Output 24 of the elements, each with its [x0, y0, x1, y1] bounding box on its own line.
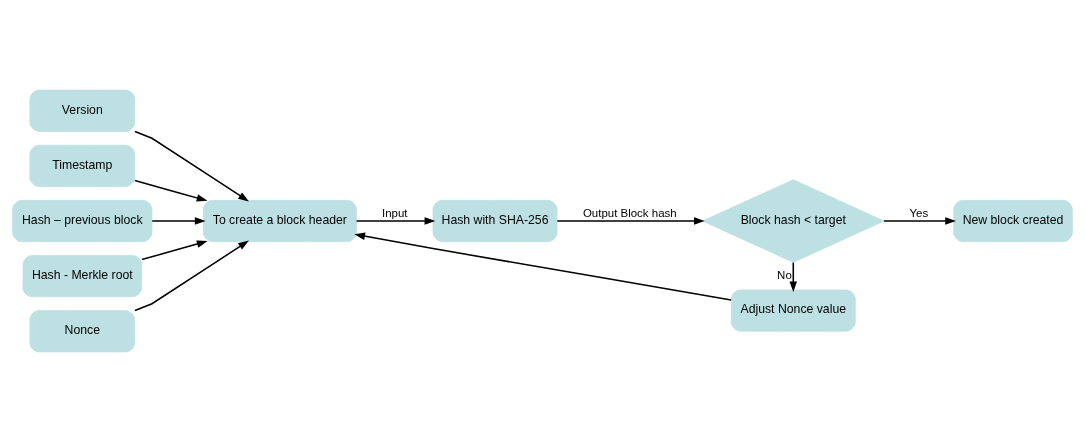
- node-box: Hash – previous block: [12, 199, 153, 243]
- arrow: [883, 217, 956, 225]
- node-box: Nonce: [29, 310, 136, 353]
- node-diamond: Block hash < target: [702, 179, 885, 263]
- edge-label: Input: [381, 207, 408, 220]
- arrow: [789, 261, 798, 293]
- node-box: Version: [29, 89, 136, 132]
- arrow: [556, 217, 705, 225]
- arrow: [134, 130, 249, 202]
- arrow: [355, 217, 436, 225]
- edge-label: Output Block hash: [582, 207, 677, 220]
- node-box: Timestamp: [29, 144, 136, 187]
- node-box: Hash - Merkle root: [22, 255, 143, 298]
- node-box: Adjust Nonce value: [730, 289, 856, 332]
- arrow: [134, 179, 208, 202]
- arrow: [134, 240, 249, 312]
- node-box: Hash with SHA-256: [432, 199, 558, 243]
- arrow: [151, 217, 206, 225]
- edge-label: Yes: [909, 207, 929, 220]
- edge-label: No: [777, 268, 792, 281]
- arrow: [354, 232, 732, 301]
- arrow: [141, 240, 208, 261]
- node-box: New block created: [953, 199, 1073, 243]
- node-box: To create a block header: [202, 199, 357, 243]
